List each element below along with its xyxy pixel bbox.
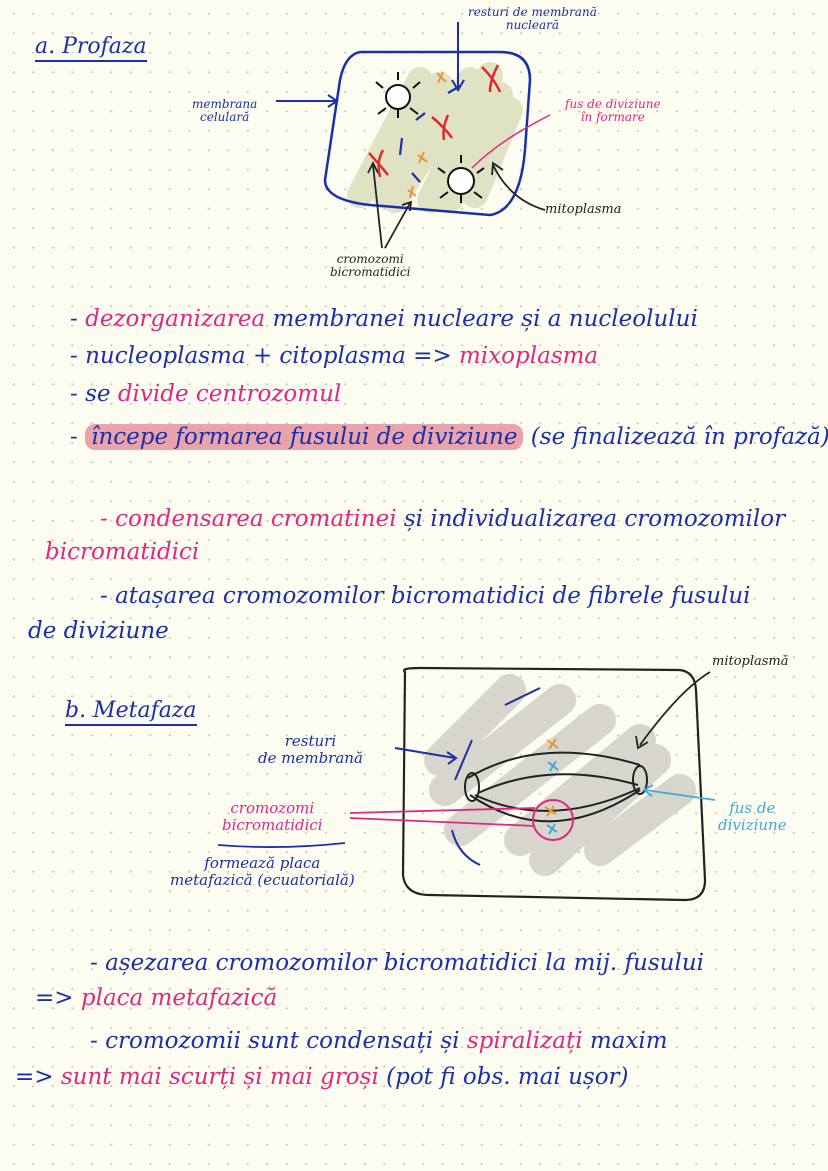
label-line: fus de xyxy=(729,799,776,817)
label-spindle: fus de diviziune xyxy=(718,800,787,833)
highlight-term: condensarea cromatinei xyxy=(115,506,397,532)
label-membrane-remnants: resturi de membrană xyxy=(258,733,363,766)
label-mitoplasm-meta: mitoplasmă xyxy=(712,654,789,669)
text: cromozomii sunt condensați și xyxy=(105,1028,467,1054)
label-line: de membrană xyxy=(258,748,363,767)
highlight-term: divide centrozomul xyxy=(117,381,342,407)
text: și individualizarea cromozomilor xyxy=(396,506,786,532)
label-line: bicromatidici xyxy=(330,264,411,279)
label-line: nucleară xyxy=(505,17,560,32)
text: maxim xyxy=(582,1028,668,1054)
implies-arrow: => xyxy=(35,985,74,1011)
label-nuclear-remnants: resturi de membrană nucleară xyxy=(468,6,597,31)
prophase-bullet-5-cont: bicromatidici xyxy=(45,539,200,565)
text: așezarea cromozomilor bicromatidici la m… xyxy=(105,950,705,976)
implies-arrow: => xyxy=(15,1064,54,1090)
highlight-term: placa metafazică xyxy=(80,985,278,1011)
dash: - xyxy=(70,306,78,332)
label-line: cromozomi xyxy=(336,252,404,266)
label-chromosomes-meta: cromozomi bicromatidici xyxy=(222,800,323,833)
prophase-title: a. Profaza xyxy=(35,36,147,62)
prophase-bullet-1: - dezorganizarea membranei nucleare și a… xyxy=(70,308,698,331)
label-line: în formare xyxy=(580,109,645,124)
label-line: resturi de membrană xyxy=(468,5,597,19)
highlight-term: dezorganizarea xyxy=(85,306,266,332)
text: membranei nucleare și a nucleolului xyxy=(265,306,698,332)
metaphase-title: b. Metafaza xyxy=(65,700,197,726)
label-chromosomes: cromozomi bicromatidici xyxy=(330,253,410,278)
dash: - xyxy=(100,583,108,609)
text: atașarea cromozomilor bicromatidici de f… xyxy=(115,583,751,609)
metaphase-bullet-3: => sunt mai scurți și mai groși (pot fi … xyxy=(15,1066,629,1089)
metaphase-bullet-1-cont: => placa metafazică xyxy=(35,987,277,1010)
label-line: membrana xyxy=(192,97,258,111)
dash: - xyxy=(90,950,98,976)
label-line: fus de diviziune xyxy=(565,97,661,111)
label-line: bicromatidici xyxy=(222,815,323,834)
prophase-bullet-4: - începe formarea fusului de diviziune (… xyxy=(70,424,828,450)
label-line: diviziune xyxy=(718,815,787,834)
prophase-bullet-6: - atașarea cromozomilor bicromatidici de… xyxy=(100,585,751,608)
prophase-cytoplasm-icon xyxy=(347,62,523,213)
dash: - xyxy=(100,506,108,532)
text: (pot fi obs. mai ușor) xyxy=(378,1064,629,1090)
label-mitoplasm: mitoplasma xyxy=(545,202,622,217)
spindle-icon xyxy=(464,751,648,823)
metaphase-cell-membrane-icon xyxy=(401,666,707,902)
prophase-bullet-3: - se divide centrozomul xyxy=(70,383,341,406)
label-line: formează placa xyxy=(204,854,321,872)
prophase-bullet-5: - condensarea cromatinei și individualiz… xyxy=(100,508,785,531)
metaphase-bullet-2: - cromozomii sunt condensați și spiraliz… xyxy=(90,1030,668,1053)
label-metaphase-plate: formează placa metafazică (ecuatorială) xyxy=(170,855,355,888)
dash: - xyxy=(70,381,78,407)
centrosome-icon xyxy=(375,72,485,203)
dash: - xyxy=(70,424,78,450)
label-line: metafazică (ecuatorială) xyxy=(170,870,355,889)
prophase-bullet-2: - nucleoplasma + citoplasma => mixoplasm… xyxy=(70,345,598,368)
prophase-bullet-6-cont: de diviziune xyxy=(28,618,169,644)
text: se xyxy=(85,381,118,407)
label-line: cromozomi xyxy=(230,799,315,817)
dash: - xyxy=(90,1028,98,1054)
text: nucleoplasma + citoplasma => xyxy=(85,343,460,369)
highlight-term: mixoplasma xyxy=(459,343,599,369)
metaphase-cytoplasm-icon xyxy=(424,674,696,876)
label-spindle-forming: fus de diviziune în formare xyxy=(565,98,661,123)
highlight-term: spiralizați xyxy=(466,1028,583,1054)
highlight-term: sunt mai scurți și mai groși xyxy=(60,1064,379,1090)
text: (se finalizează în profază) xyxy=(523,424,828,450)
dash: - xyxy=(70,343,78,369)
label-line: resturi xyxy=(284,732,337,750)
metaphase-bullet-1: - așezarea cromozomilor bicromatidici la… xyxy=(90,952,704,975)
label-line: celulară xyxy=(200,109,250,124)
label-cell-membrane: membrana celulară xyxy=(192,98,257,123)
chromosome-icon xyxy=(368,64,502,178)
highlighted-text: începe formarea fusului de diviziune xyxy=(85,424,524,450)
prophase-cell-membrane-icon xyxy=(323,50,532,217)
